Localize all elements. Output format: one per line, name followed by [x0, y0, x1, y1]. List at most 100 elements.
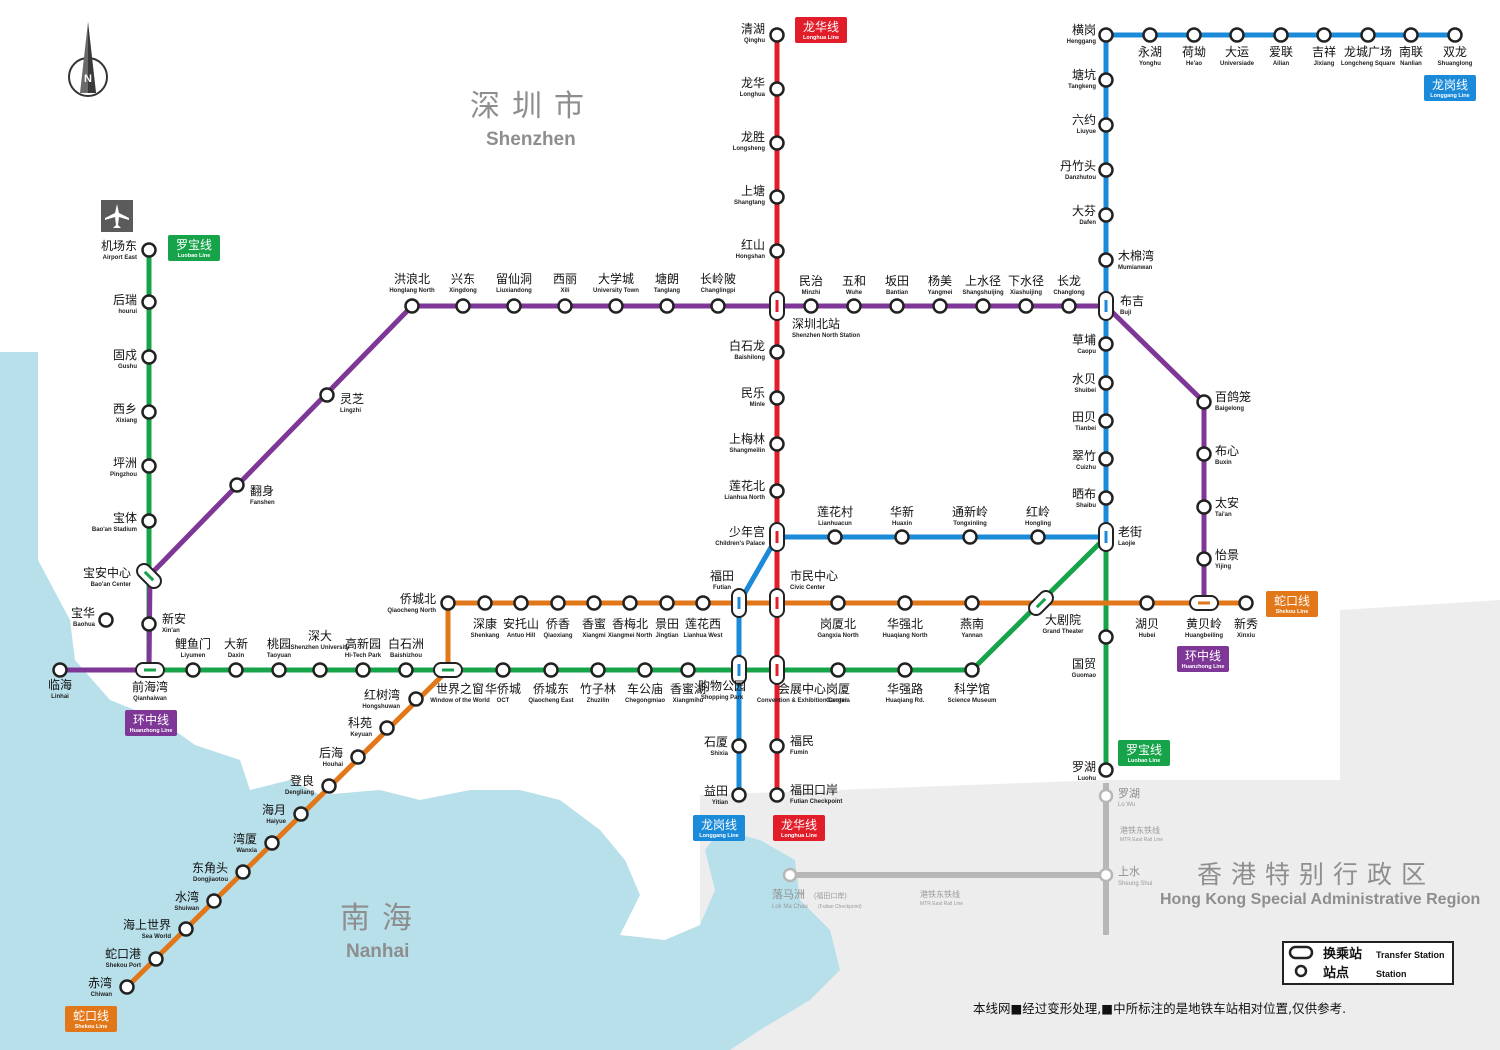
- hk-station-lokmachau[interactable]: 落马洲 (福田口岸) Lok Ma Chau (Futian Checkpoin…: [772, 888, 862, 910]
